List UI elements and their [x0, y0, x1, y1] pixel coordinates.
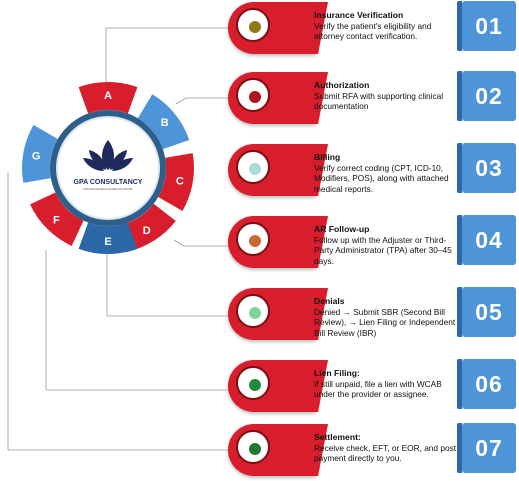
step-07: Settlement:Receive check, EFT, or EOR, a… [226, 422, 519, 478]
step-ring [236, 222, 270, 256]
step-number: 04 [457, 215, 516, 265]
step-title: AR Follow-up [314, 224, 370, 234]
step-text: Lien Filing:If still unpaid, file a lien… [314, 368, 459, 400]
status-dot-icon [249, 163, 261, 175]
step-description: Verify correct coding (CPT, ICD-10, Modi… [314, 162, 449, 194]
connector-line-b [175, 97, 230, 105]
status-dot-icon [249, 443, 261, 455]
connector-line-a [105, 27, 230, 82]
step-title: Insurance Verification [314, 10, 404, 20]
wheel-segment-b [137, 94, 190, 150]
step-title: Settlement: [314, 432, 361, 442]
step-ring [236, 294, 270, 328]
step-number: 05 [457, 287, 516, 337]
wheel-segment-letter: F [53, 215, 60, 227]
wheel-segment-letter: G [32, 150, 41, 162]
step-number: 07 [457, 423, 516, 473]
wheel-segment-letter: B [161, 117, 169, 129]
step-ring [236, 78, 270, 112]
step-description: If still unpaid, file a lien with WCAB u… [314, 378, 442, 400]
step-ring [236, 366, 270, 400]
wheel-segment-letter: E [104, 236, 111, 248]
status-dot-icon [249, 235, 261, 247]
step-number: 02 [457, 71, 516, 121]
step-description: Verify the patient's eligibility and att… [314, 20, 432, 42]
step-ring [236, 8, 270, 42]
step-text: Settlement:Receive check, EFT, or EOR, a… [314, 432, 459, 464]
connector-line-f [45, 250, 230, 391]
logo-icon [83, 140, 133, 171]
step-title: Billing [314, 152, 341, 162]
wheel-segment-letter: C [176, 176, 184, 188]
step-title: Denials [314, 296, 345, 306]
wheel-segment-c [158, 153, 194, 211]
step-ring [236, 430, 270, 464]
status-dot-icon [249, 21, 261, 33]
wheel-segment-g [22, 125, 58, 183]
step-description: Receive check, EFT, or EOR, and post pay… [314, 442, 457, 464]
step-description: Follow up with the Adjuster or Third-Par… [314, 234, 452, 266]
status-dot-icon [249, 307, 261, 319]
wheel-segment-letter: D [143, 225, 151, 237]
step-number: 03 [457, 143, 516, 193]
step-title: Authorization [314, 80, 370, 90]
wheel-segments: A B C D E F G [22, 81, 194, 254]
status-dot-icon [249, 91, 261, 103]
step-ring [236, 150, 270, 184]
wheel-segment-letter: A [104, 90, 112, 102]
connector-lines [7, 27, 230, 451]
connector-line-g [7, 172, 230, 451]
step-description: Denied → Submit SBR (Second Bill Review)… [314, 306, 456, 338]
wheel-segment-f [30, 192, 84, 246]
step-number: 01 [457, 1, 516, 51]
logo-name: GPA CONSULTANCY [74, 179, 143, 186]
wheel-segment-a [78, 81, 138, 114]
step-06: Lien Filing:If still unpaid, file a lien… [226, 358, 519, 414]
step-title: Lien Filing: [314, 368, 360, 378]
status-dot-icon [249, 379, 261, 391]
step-description: Submit RFA with supporting clinical docu… [314, 90, 444, 112]
connector-line-e [106, 254, 230, 317]
connector-line-d [173, 239, 230, 247]
wheel-segment-e [78, 222, 138, 254]
step-number: 06 [457, 359, 516, 409]
logo-tagline: INNOVATIVE HEALTHCARE SOLUTIONS [84, 187, 133, 191]
